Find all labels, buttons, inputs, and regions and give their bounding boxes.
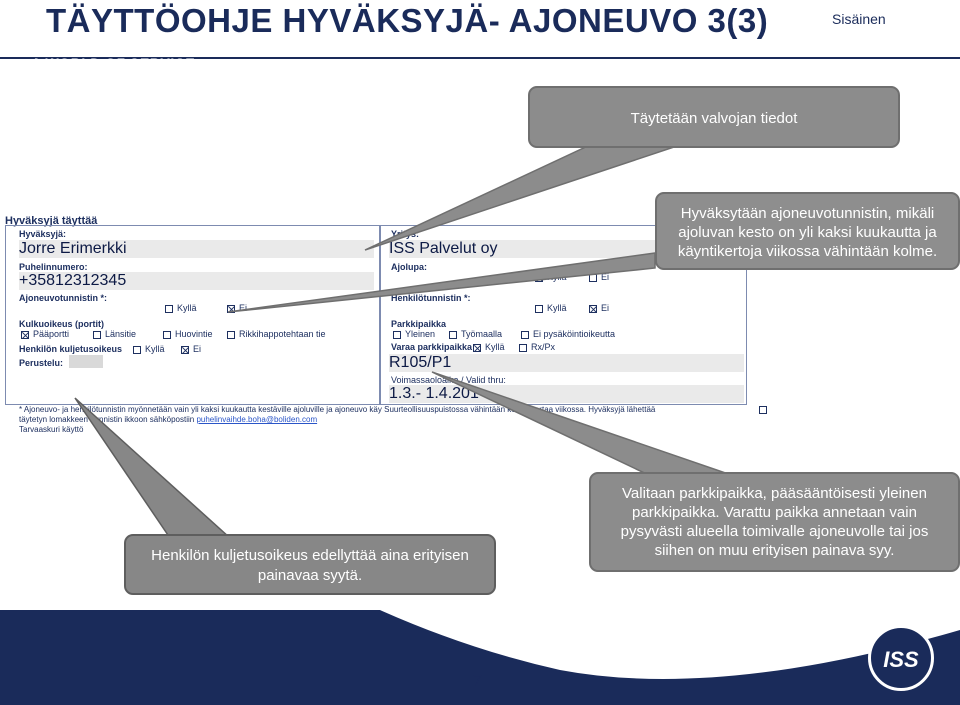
form-frame <box>5 225 747 405</box>
classification-label: Sisäinen <box>832 11 886 27</box>
person-id-yes-label: Kyllä <box>547 303 567 313</box>
gate-2-label: Länsitie <box>105 329 137 339</box>
parking-general-checkbox <box>393 331 401 339</box>
title-divider <box>0 57 960 59</box>
approver-label: Hyväksyjä: <box>19 229 67 239</box>
pointer-supervisor <box>364 144 681 251</box>
driver-label: Ajolupa: <box>391 262 427 272</box>
slide-title: TÄYTTÖOHJE HYVÄKSYJÄ- AJONEUVO 3(3) <box>46 2 769 39</box>
reserve-rxpx-label: Rx/Px <box>531 342 556 352</box>
transport-yes-checkbox <box>133 346 141 354</box>
gate-2-checkbox <box>93 331 101 339</box>
section-header: Hyväksyjä täyttää <box>5 215 98 227</box>
vehicle-id-yes-label: Kyllä <box>177 303 197 313</box>
pointer-parking <box>431 371 741 479</box>
svg-text:ISS: ISS <box>883 647 919 672</box>
person-id-no-label: Ei <box>601 303 610 313</box>
approver-value: Jorre Erimerkki <box>19 240 374 258</box>
phone-value: +35812312345 <box>19 272 374 290</box>
parking-label: Parkkipaikka <box>391 319 447 329</box>
callout-transport: Henkilön kuljetusoikeus edellyttää aina … <box>124 534 496 595</box>
vehicle-id-no-label: Ei <box>239 303 248 313</box>
driver-no-label: Ei <box>601 272 610 282</box>
callout-supervisor: Täytetään valvojan tiedot <box>528 86 900 148</box>
footer-band <box>0 610 960 705</box>
reserve-label: Varaa parkkipaikka <box>391 342 473 352</box>
iss-logo: ISS <box>868 625 934 691</box>
person-id-yes-checkbox <box>535 305 543 313</box>
reason-field <box>69 355 103 368</box>
footer-slogan: A WORLD OF SERVICE <box>30 55 195 71</box>
parking-none-label: Ei pysäköintioikeutta <box>533 329 616 339</box>
gate-3-label: Huovintie <box>175 329 213 339</box>
reserve-yes-checkbox <box>473 344 481 352</box>
transport-no-label: Ei <box>193 344 202 354</box>
gate-1-label: Pääportti <box>33 329 70 339</box>
note-line-1: * Ajoneuvo- ja henkilötunnistin myönnetä… <box>19 405 656 414</box>
gate-3-checkbox <box>163 331 171 339</box>
parking-site-label: Työmaalla <box>461 329 503 339</box>
reserve-yes-label: Kyllä <box>485 342 505 352</box>
column-divider <box>379 225 381 405</box>
gate-4-checkbox <box>227 331 235 339</box>
note-checkbox <box>759 406 767 414</box>
access-label: Kulkuoikeus (portit) <box>19 319 104 329</box>
phone-label: Puhelinnumero: <box>19 262 88 272</box>
vehicle-id-label: Ajoneuvotunnistin *: <box>19 293 107 303</box>
note-email-link[interactable]: puhelinvaihde.boha@boliden.com <box>196 415 318 424</box>
note-line-3: Tarvaaskuri käyttö <box>19 425 84 434</box>
parking-general-label: Yleinen <box>405 329 436 339</box>
vehicle-id-no-checkbox <box>227 305 235 313</box>
note-line-2: täytetyn lomakkeen Tunnistin ikkoon sähk… <box>19 415 318 424</box>
transport-yes-label: Kyllä <box>145 344 165 354</box>
gate-1-checkbox <box>21 331 29 339</box>
transport-no-checkbox <box>181 346 189 354</box>
vehicle-id-yes-checkbox <box>165 305 173 313</box>
transport-label: Henkilön kuljetusoikeus <box>19 344 123 354</box>
callout-vehicle-id: Hyväksytään ajoneuvotunnistin, mikäli aj… <box>655 192 960 270</box>
parking-site-checkbox <box>449 331 457 339</box>
pointer-transport <box>74 397 232 539</box>
parking-none-checkbox <box>521 331 529 339</box>
gate-4-label: Rikkihappotehtaan tie <box>239 329 326 339</box>
parking-value: R105/P1 <box>389 354 744 372</box>
callout-parking: Valitaan parkkipaikka, pääsääntöisesti y… <box>589 472 960 572</box>
person-id-no-checkbox <box>589 305 597 313</box>
pointer-vehicle-id <box>227 252 656 313</box>
reason-label: Perustelu: <box>19 358 64 368</box>
reserve-rxpx-checkbox <box>519 344 527 352</box>
page-number: 7 <box>473 673 482 690</box>
person-id-label: Henkilötunnistin *: <box>391 293 471 303</box>
